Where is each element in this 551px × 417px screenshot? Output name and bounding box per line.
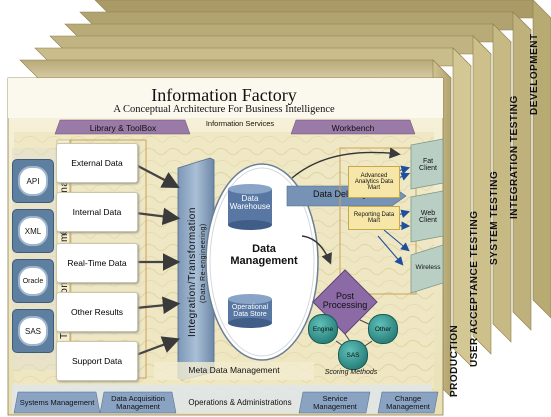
source-internal-data: Internal Data — [56, 192, 138, 232]
data-warehouse-label: Data Warehouse — [229, 194, 271, 212]
reporting-mart: Reporting Data Mart — [348, 206, 400, 230]
xml-system-label: XML — [18, 216, 48, 246]
env-system-testing-label: SYSTEM TESTING — [489, 170, 500, 265]
sas-system-label: SAS — [18, 316, 48, 346]
scoring-sas: SAS — [338, 340, 368, 370]
workbench-tab: Workbench — [331, 122, 375, 133]
ods-label: Operational Data Store — [231, 304, 269, 319]
env-uat-label: USER ACCEPTANCE TESTING — [469, 210, 480, 367]
information-services-label: Information Services — [205, 119, 275, 128]
source-other-results: Other Results — [56, 292, 138, 332]
operations-administration-label: Operations & Administrations — [188, 397, 292, 407]
data-acquisition-tab: Data Acquisition Management — [111, 394, 165, 411]
source-external-data: External Data — [56, 143, 138, 183]
ods-cylinder — [228, 294, 272, 328]
source-real-time-data: Real-Time Data — [56, 243, 138, 283]
diagram-title: Information Factory — [151, 85, 297, 105]
library-toolbox-tab: Library & ToolBox — [89, 122, 157, 133]
env-integration-testing-label: INTEGRATION TESTING — [509, 95, 520, 219]
source-support-data: Support Data — [56, 341, 138, 381]
env-production-label: PRODUCTION — [449, 324, 460, 397]
diagram-subtitle: A Conceptual Architecture For Business I… — [113, 104, 335, 115]
api-system: API — [12, 159, 54, 203]
wireless-client: Wireless — [415, 264, 441, 271]
source-arrows — [135, 164, 181, 357]
web-client: Web Client — [419, 210, 437, 225]
env-development-label: DEVELOPMENT — [529, 33, 540, 115]
data-warehouse-cylinder — [228, 184, 272, 230]
meta-data-management-label: Meta Data Management — [188, 365, 280, 375]
change-management-tab: Change Management — [386, 394, 430, 411]
scoring-engine: Engine — [308, 314, 338, 344]
oracle-system-label: Oracle — [18, 266, 48, 296]
integration-sublabel: (Data Re-engineering) — [200, 223, 207, 303]
data-management-label: Data Management — [230, 243, 298, 267]
sas-system: SAS — [12, 309, 54, 353]
scoring-methods-label: Scoring Methods — [324, 369, 378, 376]
api-system-label: API — [18, 166, 48, 196]
integration-label: Integration/Transformation — [187, 207, 198, 337]
systems-management-tab: Systems Management — [19, 398, 95, 408]
oracle-system: Oracle — [12, 259, 54, 303]
xml-system: XML — [12, 209, 54, 253]
scoring-other: Other — [368, 314, 398, 344]
advanced-analytics-mart: Advanced Analytics Data Mart — [348, 166, 400, 198]
fat-client: Fat Client — [419, 158, 437, 173]
post-processing-label: Post Processing — [322, 291, 368, 311]
service-management-tab: Service Management — [313, 394, 357, 411]
